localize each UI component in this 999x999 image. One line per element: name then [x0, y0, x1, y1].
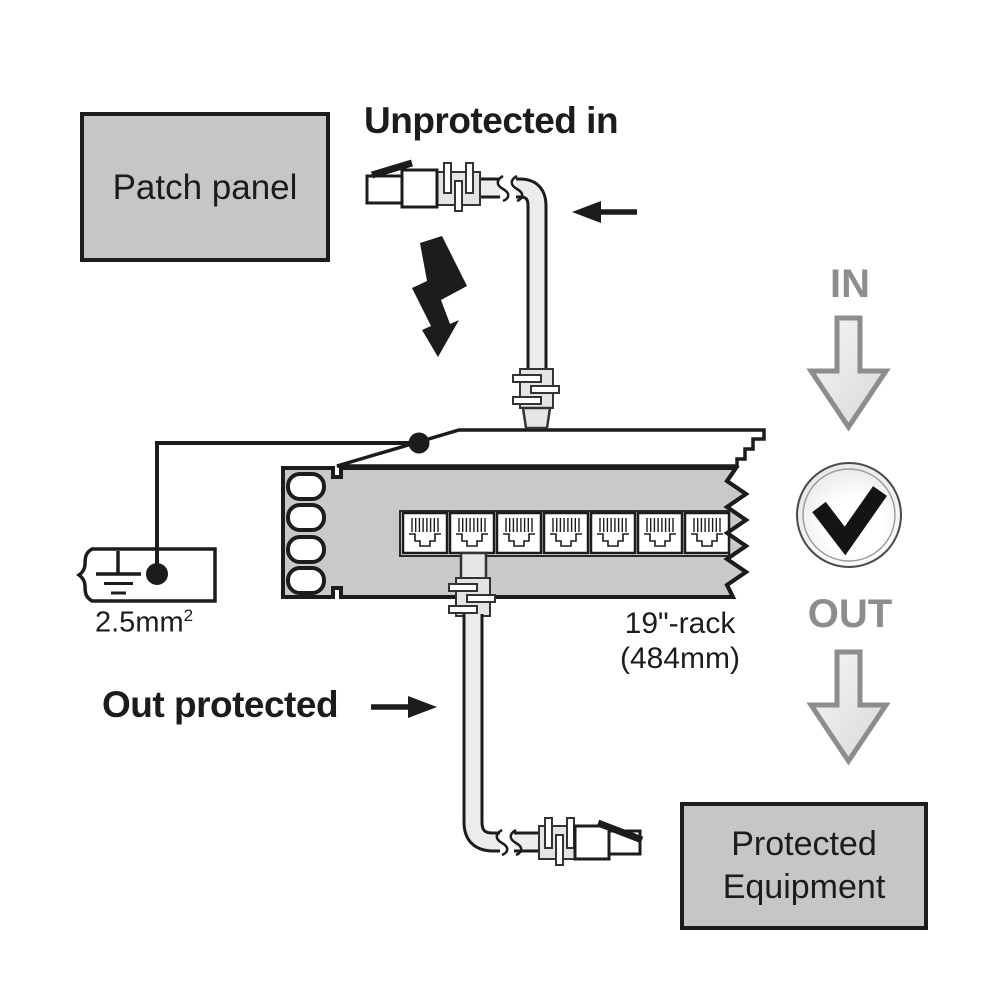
- surge-panel: [281, 466, 750, 599]
- protected-equipment-label-line1: Protected: [731, 825, 877, 863]
- mounting-hole: [286, 503, 326, 532]
- ground-gauge-label: 2.5mm2: [95, 606, 193, 640]
- rack-size-label: 19"-rack (484mm): [580, 606, 780, 676]
- flow-in-label: IN: [830, 262, 870, 306]
- unprotected-cable: [365, 159, 560, 430]
- protected-equipment-label-line2: Equipment: [722, 868, 886, 906]
- flow-out-label: OUT: [807, 592, 893, 636]
- rj45-jack-6: [636, 511, 684, 555]
- unprotected-in-label: Unprotected in: [364, 100, 619, 141]
- rj45-plug-unprotected-icon: [365, 159, 481, 212]
- rj45-plug-protected-icon: [538, 817, 644, 866]
- arrow-left-icon: [572, 201, 637, 223]
- flow-in-arrow-icon: [806, 315, 891, 432]
- torn-edge: [723, 466, 750, 598]
- plug-clip: [596, 819, 644, 844]
- out-protected-label: Out protected: [102, 684, 339, 725]
- plug-clip: [370, 159, 414, 179]
- flow-out-arrow-icon: [806, 649, 891, 766]
- mounting-hole: [286, 472, 326, 501]
- check-circle-icon: [796, 462, 902, 568]
- ground-gauge-value: 2.5mm: [95, 606, 184, 639]
- rj45-jack-5: [589, 511, 637, 555]
- protected-equipment-box: Protected Equipment: [680, 802, 928, 930]
- mounting-hole: [286, 535, 326, 564]
- rj45-jack-1: [401, 511, 449, 555]
- ground-bar-connection-dot: [146, 563, 168, 585]
- protected-cable: [448, 551, 644, 866]
- ground-gauge-exponent: 2: [183, 606, 194, 625]
- earth-ground-icon: [96, 551, 141, 595]
- mounting-hole: [286, 566, 326, 595]
- arrow-right-icon: [371, 696, 437, 718]
- rj45-plug-into-panel-icon: [512, 368, 560, 430]
- rj45-jack-7: [683, 511, 731, 555]
- lightning-icon: [412, 236, 467, 357]
- patch-panel-box: Patch panel: [80, 112, 330, 262]
- rj45-jack-2: [448, 511, 496, 555]
- patch-panel-label: Patch panel: [112, 167, 298, 207]
- cable-break-mark: [510, 174, 524, 203]
- rack-size-line2: (484mm): [619, 642, 740, 675]
- rj45-jack-4: [542, 511, 590, 555]
- rj45-plug-from-panel-icon: [448, 551, 496, 617]
- rj45-jack-3: [495, 511, 543, 555]
- panel-top-surface: [336, 428, 766, 468]
- mounting-bracket: [286, 472, 326, 595]
- cable-break-mark: [509, 828, 523, 857]
- rack-size-line1: 19"-rack: [624, 607, 736, 640]
- panel-connection-dot: [408, 432, 430, 454]
- cable-break-mark: [496, 174, 510, 203]
- checkmark-icon: [812, 486, 887, 556]
- cable-break-mark: [495, 828, 509, 857]
- ground-wire: [146, 432, 430, 585]
